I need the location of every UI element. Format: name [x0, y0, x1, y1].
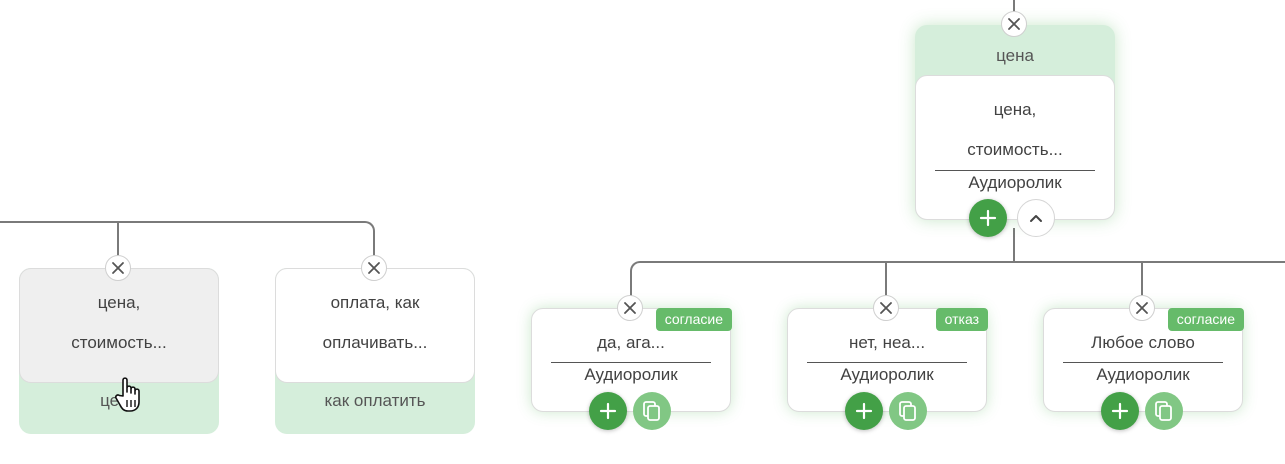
phrase-group-node[interactable]: оплата, как оплачивать... как оплатить	[275, 268, 475, 434]
keywords-line: цена,	[993, 100, 1037, 119]
answer-keywords: да, ага...	[597, 333, 665, 352]
status-badge: отказ	[935, 308, 988, 331]
add-answer-button[interactable]	[969, 199, 1007, 237]
group-label: как оплатить	[324, 391, 426, 410]
connector-line	[373, 235, 375, 260]
connector-line	[1013, 228, 1015, 262]
keywords-line: цена,	[97, 293, 141, 312]
add-node-button[interactable]	[1101, 392, 1139, 430]
connector-line	[644, 261, 1285, 263]
connector-line	[630, 275, 632, 299]
delete-node-button[interactable]	[1001, 11, 1027, 37]
divider	[1063, 362, 1223, 363]
delete-answer-button[interactable]	[1129, 295, 1155, 321]
connector-line	[630, 261, 646, 277]
collapse-button[interactable]	[1017, 199, 1055, 237]
phrase-card[interactable]: цена, стоимость...	[19, 268, 219, 383]
connector-line	[885, 262, 887, 299]
answer-card[interactable]: отказ нет, неа... Аудиоролик	[787, 308, 988, 412]
delete-node-button[interactable]	[361, 255, 387, 281]
phrase-card[interactable]: цена, стоимость... Аудиоролик	[915, 75, 1115, 220]
plus-icon	[855, 402, 873, 420]
close-icon	[1008, 18, 1020, 30]
keywords-line: стоимость...	[967, 140, 1063, 159]
keywords-line: стоимость...	[71, 333, 167, 352]
divider	[807, 362, 967, 363]
copy-icon	[899, 401, 916, 421]
phrase-group-node[interactable]: цена, стоимость... цена	[19, 268, 219, 434]
divider	[551, 362, 711, 363]
media-label: Аудиоролик	[840, 365, 934, 384]
plus-icon	[1111, 402, 1129, 420]
keywords-line: оплачивать...	[322, 333, 428, 352]
phrase-group-node[interactable]: цена цена, стоимость... Аудиоролик	[915, 25, 1115, 220]
copy-icon	[1155, 401, 1172, 421]
answer-card[interactable]: согласие Любое слово Аудиоролик	[1043, 308, 1244, 412]
divider	[935, 170, 1095, 171]
copy-icon	[643, 401, 660, 421]
hand-pointer-icon	[114, 377, 140, 412]
media-label: Аудиоролик	[584, 365, 678, 384]
group-label: цена	[996, 46, 1034, 65]
copy-button[interactable]	[889, 392, 927, 430]
plus-icon	[979, 209, 997, 227]
copy-button[interactable]	[1145, 392, 1183, 430]
status-badge: согласие	[655, 308, 732, 331]
close-icon	[880, 302, 892, 314]
close-icon	[1136, 302, 1148, 314]
keywords-line: оплата, как	[330, 293, 420, 312]
answer-card[interactable]: согласие да, ага... Аудиоролик	[531, 308, 732, 412]
copy-button[interactable]	[633, 392, 671, 430]
connector-line	[359, 221, 375, 237]
add-node-button[interactable]	[589, 392, 627, 430]
chevron-up-icon	[1030, 215, 1042, 222]
answer-keywords: Любое слово	[1091, 333, 1195, 352]
answer-keywords: нет, неа...	[848, 333, 926, 352]
media-label: Аудиоролик	[968, 173, 1062, 192]
close-icon	[112, 262, 124, 274]
connector-line	[117, 222, 119, 260]
connector-line	[0, 221, 361, 223]
plus-icon	[599, 402, 617, 420]
phrase-card[interactable]: оплата, как оплачивать...	[275, 268, 475, 383]
connector-line	[1141, 262, 1143, 299]
connector-line	[1013, 0, 1015, 16]
close-icon	[368, 262, 380, 274]
delete-answer-button[interactable]	[873, 295, 899, 321]
media-label: Аудиоролик	[1096, 365, 1190, 384]
close-icon	[624, 302, 636, 314]
add-node-button[interactable]	[845, 392, 883, 430]
delete-node-button[interactable]	[105, 255, 131, 281]
status-badge: согласие	[1167, 308, 1244, 331]
delete-answer-button[interactable]	[617, 295, 643, 321]
